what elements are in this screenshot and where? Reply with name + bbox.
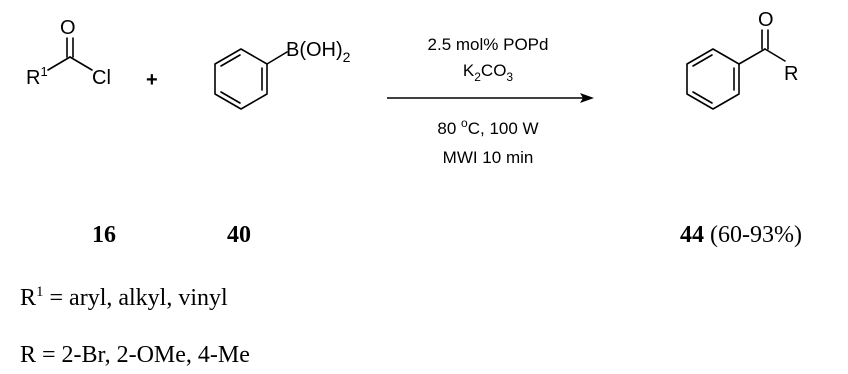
bond-carbonyl-cl [69,56,93,71]
reactant1-oxygen: O [60,17,76,39]
aryl-ketone-structure: O R [686,9,798,110]
bond-carbonyl-r [764,48,786,62]
reaction-conditions: 2.5 mol% POPd K2CO3 80 oC, 100 W MWI 10 … [387,35,594,167]
definition-r: R = 2-Br, 2-OMe, 4-Me [20,342,250,368]
compound-label-40: 40 [227,222,251,248]
plus-sign: + [146,69,158,91]
product-label: 44 (60-93%) [680,222,802,248]
reactant1-leaving-group: Cl [92,67,111,89]
reactant1-r-group: R1 [26,64,48,89]
product-benzene-ring [686,48,740,110]
condition-temperature: 80 oC, 100 W [437,116,538,138]
bond-ring-carbonyl [738,48,766,65]
condition-base: K2CO3 [463,61,514,84]
product-r-group: R [784,63,798,85]
ring-inner-bond-2 [220,91,241,104]
ring-inner-bond-3 [220,54,241,67]
condition-mwi: MWI 10 min [443,148,534,167]
bond-r1-carbonyl [47,56,71,71]
product-oxygen: O [758,9,774,31]
phenylboronic-acid-structure: B(OH)2 [214,39,351,110]
compound-label-16: 16 [92,222,116,248]
bond-ring-boron [266,51,288,65]
product-ring-inner-bond-2 [692,91,713,104]
condition-catalyst: 2.5 mol% POPd [428,35,549,54]
product-ring-inner-bond-3 [692,54,713,67]
boronic-acid-group: B(OH)2 [286,39,351,65]
definition-r1: R1 = aryl, alkyl, vinyl [20,284,228,311]
reaction-arrow-head [580,93,594,103]
acyl-chloride-structure: R1 O Cl [26,17,111,89]
benzene-ring [214,48,268,110]
